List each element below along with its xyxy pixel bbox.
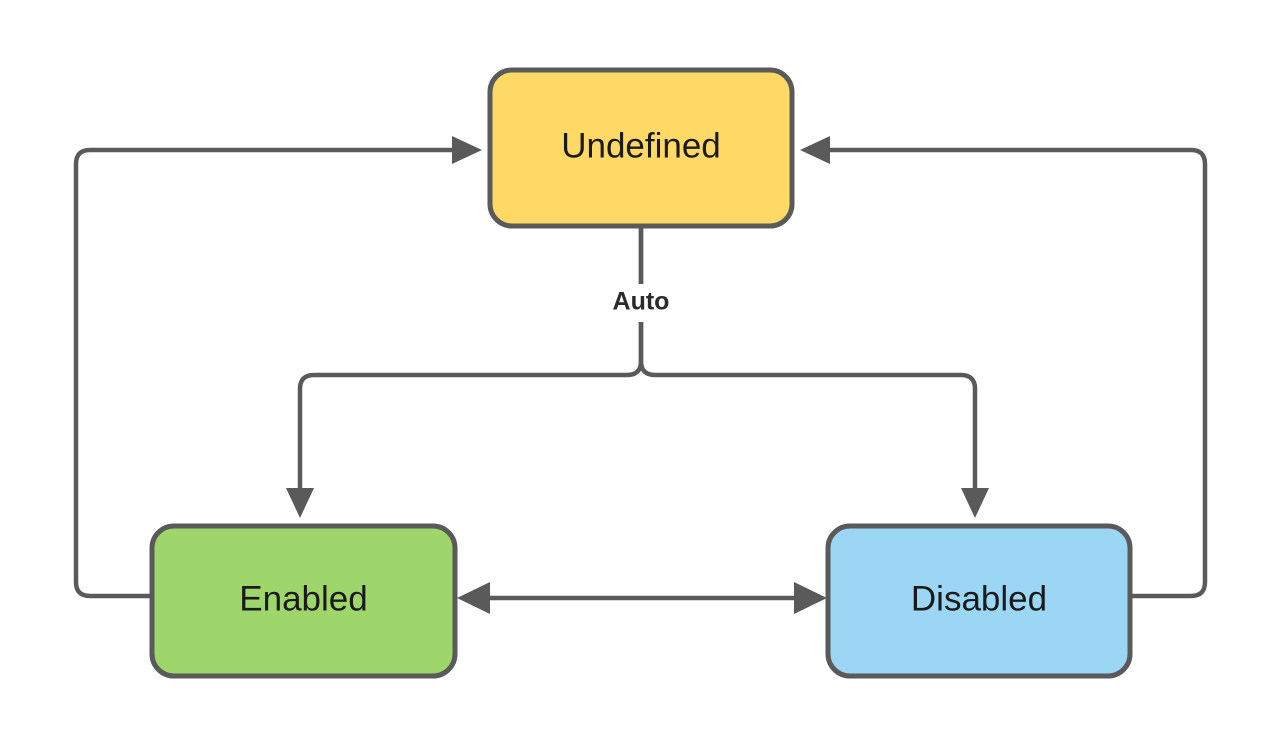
- edge-label-auto-group: Auto: [592, 284, 690, 322]
- node-undefined[interactable]: Undefined: [487, 67, 795, 229]
- edge-enabled-to-undefined-path: [73, 147, 452, 599]
- edge-undefined-to-disabled-arrowhead: [961, 488, 989, 518]
- edge-undefined-to-disabled-path: [638, 226, 978, 488]
- edge-enabled-disabled-arrowhead-left: [457, 582, 490, 614]
- edge-undefined-to-disabled[interactable]: [638, 226, 989, 518]
- node-disabled[interactable]: Disabled: [825, 523, 1133, 679]
- node-undefined-shape[interactable]: [487, 67, 795, 229]
- edge-undefined-to-enabled-arrowhead: [286, 488, 314, 518]
- edge-disabled-to-undefined-path: [830, 147, 1208, 599]
- edge-label-auto-backdrop: [592, 284, 690, 322]
- edge-enabled-disabled-bidirectional[interactable]: [457, 582, 827, 614]
- node-enabled[interactable]: Enabled: [149, 523, 458, 679]
- edge-disabled-to-undefined-arrowhead: [800, 136, 830, 164]
- edge-enabled-disabled-arrowhead-right: [794, 582, 827, 614]
- edge-enabled-to-undefined[interactable]: [73, 136, 482, 599]
- edge-enabled-to-undefined-arrowhead: [452, 136, 482, 164]
- edge-disabled-to-undefined[interactable]: [800, 136, 1208, 599]
- node-enabled-shape[interactable]: [149, 523, 458, 679]
- node-disabled-shape[interactable]: [825, 523, 1133, 679]
